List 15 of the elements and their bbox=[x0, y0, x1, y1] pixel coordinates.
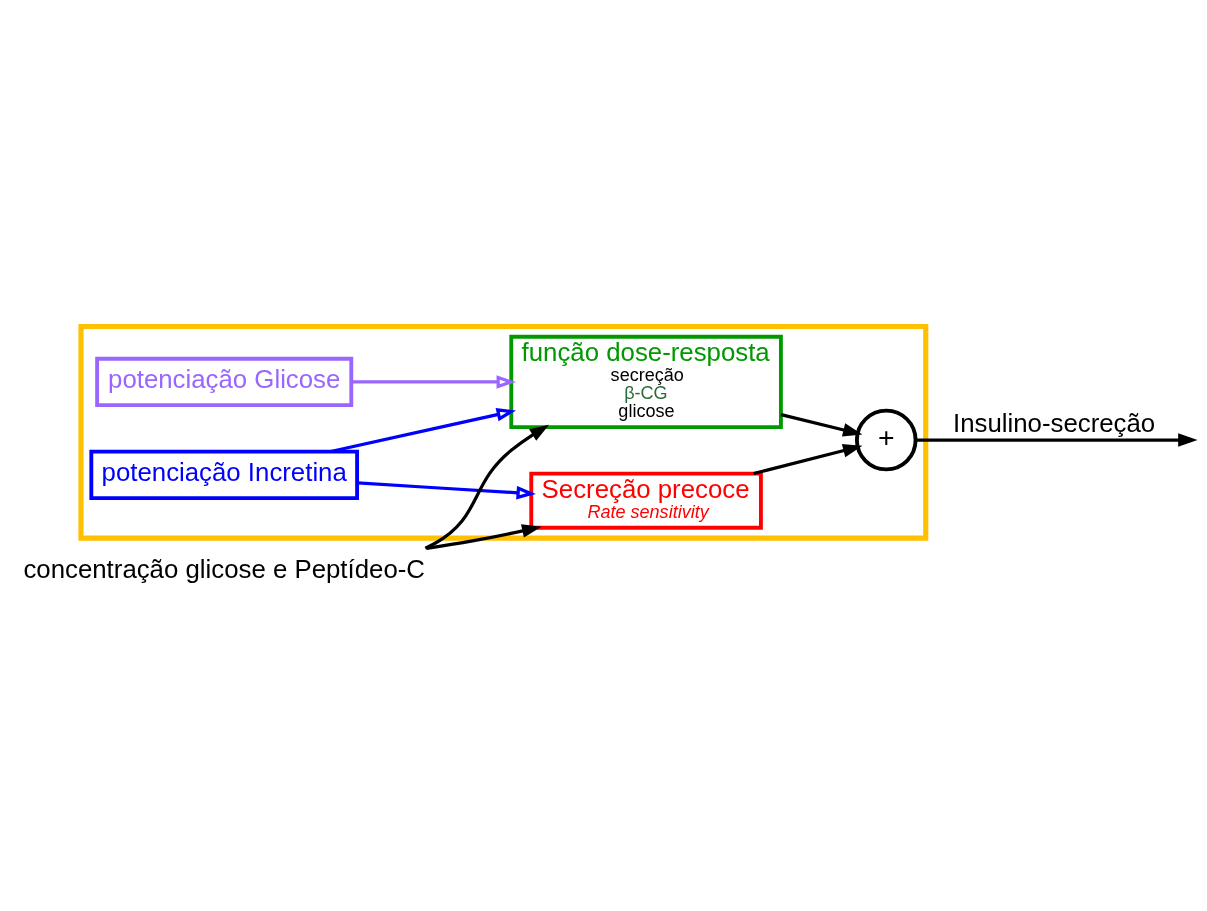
arrow bbox=[915, 433, 1198, 447]
arrow bbox=[753, 444, 863, 476]
edge-label: Insulino-secreção bbox=[953, 409, 1156, 438]
arrow bbox=[330, 408, 517, 454]
arrow bbox=[424, 424, 550, 550]
node-box: potenciação Incretina bbox=[89, 449, 360, 500]
arrow bbox=[357, 481, 536, 500]
arrow bbox=[426, 524, 542, 550]
node-box: função dose-resposta secreção β-CG glicose bbox=[509, 334, 783, 430]
node-box: potenciação Glicose bbox=[95, 356, 354, 408]
node-box: Secreção precoce Rate sensitivity bbox=[529, 471, 763, 530]
node-text: concentração glicose e Peptídeo-C bbox=[23, 555, 425, 584]
node-circle: + bbox=[854, 408, 918, 472]
arrow bbox=[780, 413, 863, 437]
arrow bbox=[351, 375, 516, 389]
